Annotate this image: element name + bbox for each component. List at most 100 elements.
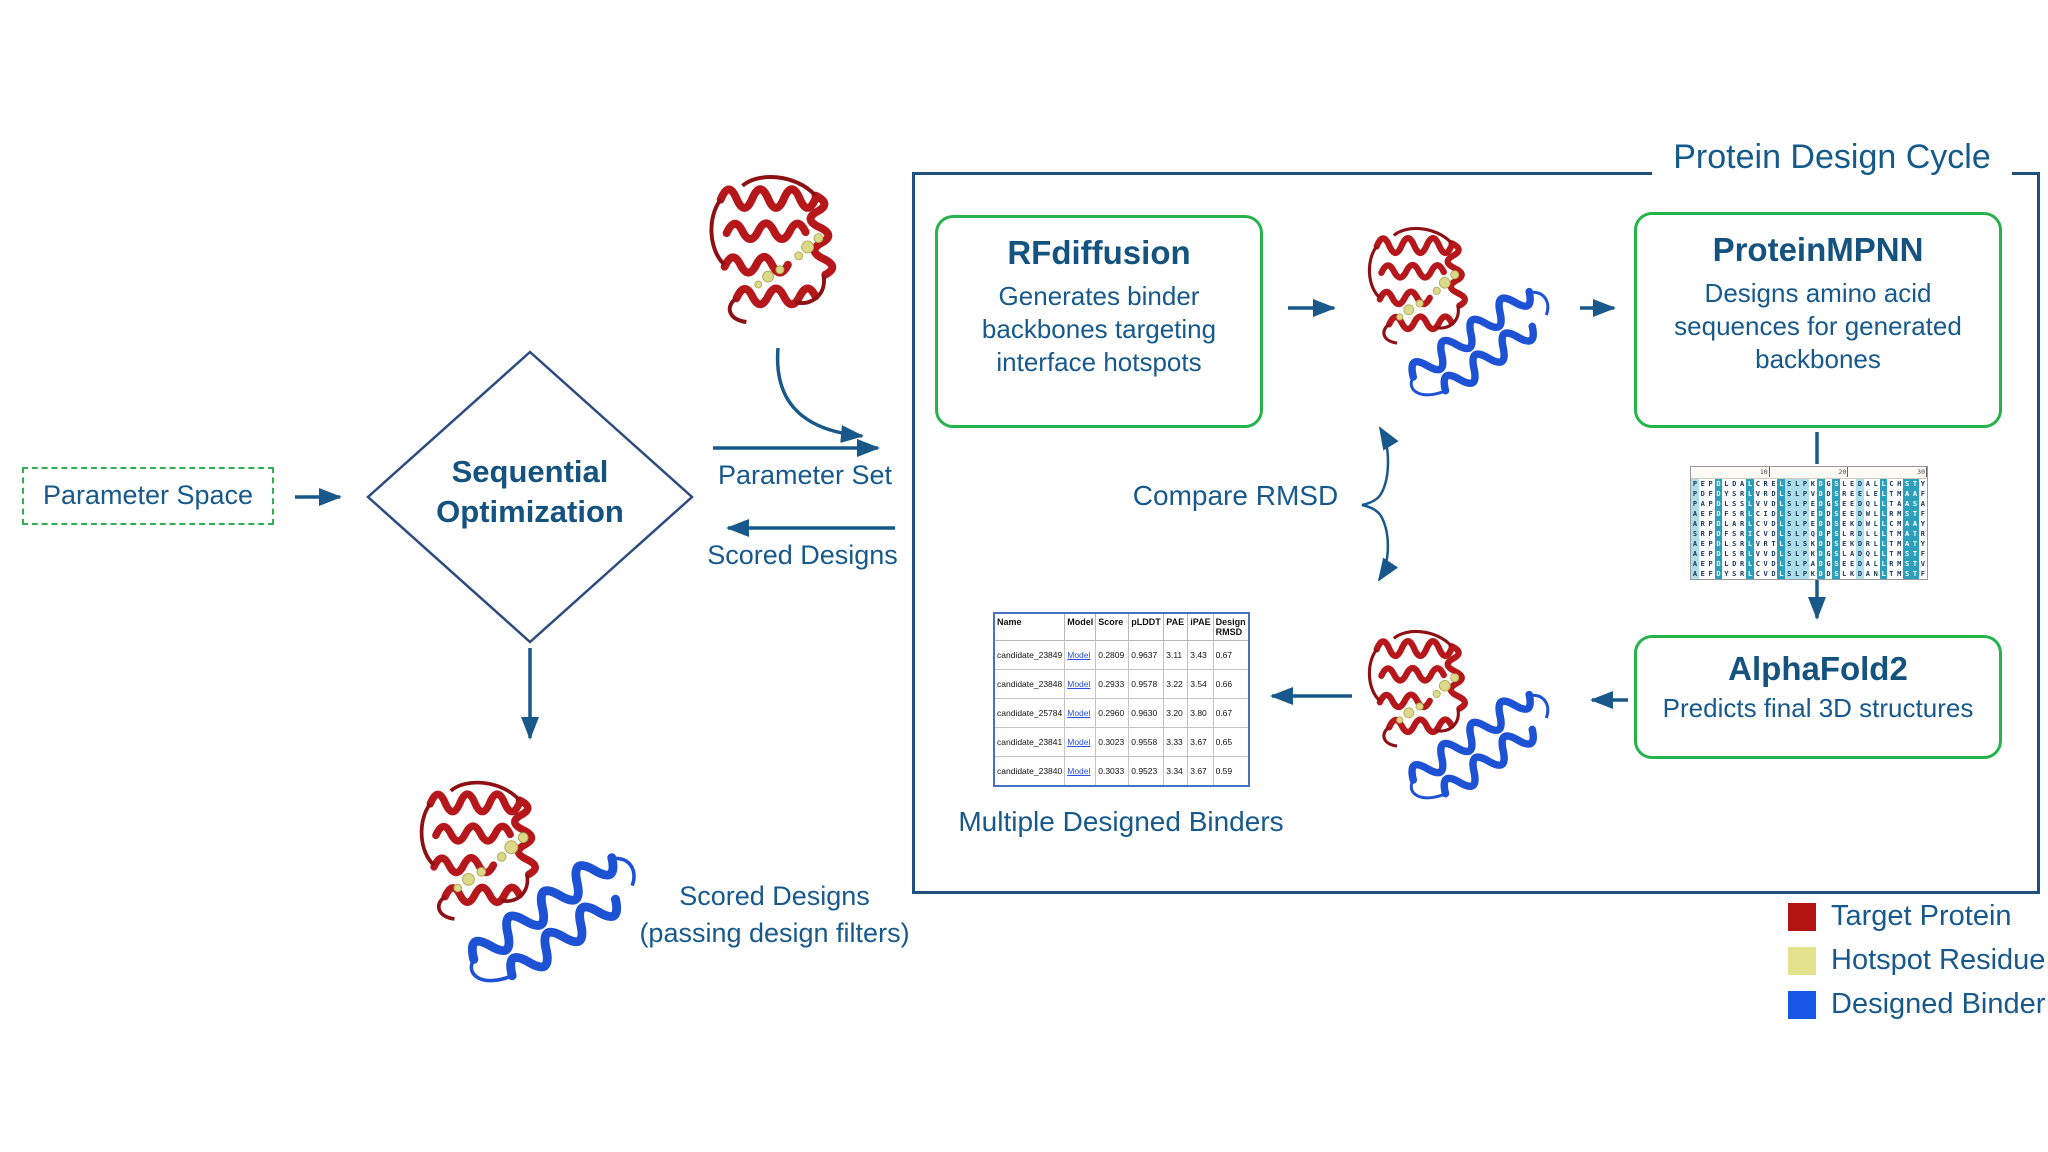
alignment-cell: E <box>1842 510 1847 518</box>
alignment-cell: L <box>1777 549 1786 559</box>
alignment-cell: D <box>1714 509 1723 519</box>
table-cell: 0.67 <box>1212 640 1250 670</box>
alignment-cell: L <box>1777 499 1786 509</box>
model-link[interactable]: Model <box>1067 650 1091 660</box>
table-cell: candidate_23848 <box>993 669 1066 699</box>
alignment-cell: R <box>1842 490 1847 498</box>
alignment-cell: L <box>1777 529 1786 539</box>
alignment-cell: S <box>1832 509 1841 519</box>
alignment-cell: F <box>1708 570 1713 578</box>
proteinmpnn-description: Designs amino acid sequences for generat… <box>1674 278 1962 374</box>
table-header-cell: PAE <box>1163 612 1189 641</box>
alignment-cell: S <box>1801 539 1809 549</box>
alignment-cell: L <box>1777 519 1786 529</box>
alignment-cell: D <box>1816 509 1825 519</box>
alignment-cell: L <box>1746 479 1754 489</box>
alignment-cell: D <box>1771 500 1776 508</box>
alignment-cell: A <box>1903 489 1912 499</box>
model-link[interactable]: Model <box>1067 708 1091 718</box>
alignment-cell: L <box>1879 479 1888 489</box>
target-protein-structure <box>697 155 855 335</box>
table-cell: Model <box>1064 727 1097 757</box>
alignment-cell: A <box>1732 520 1737 528</box>
alignment-cell: T <box>1911 569 1919 579</box>
alignment-cell: S <box>1732 550 1737 558</box>
alignment-cell: P <box>1801 569 1809 579</box>
alignment-cell: D <box>1816 489 1825 499</box>
alignment-cell: T <box>1911 529 1919 539</box>
alignment-cell: G <box>1826 550 1831 558</box>
alignment-cell: D <box>1714 529 1723 539</box>
alignment-cell: D <box>1816 559 1825 569</box>
alignment-cell: D <box>1856 519 1864 529</box>
alignment-cell: R <box>1763 480 1768 488</box>
alignment-cell: A <box>1903 519 1912 529</box>
scored-design-complex-structure <box>408 762 658 1002</box>
alignment-cell: L <box>1793 519 1802 529</box>
model-link[interactable]: Model <box>1067 737 1091 747</box>
alignment-cell: S <box>1732 510 1737 518</box>
alignment-cell: D <box>1826 570 1831 578</box>
alignment-cell: L <box>1777 559 1786 569</box>
alignment-cell: D <box>1771 510 1776 518</box>
alignment-cell: L <box>1746 509 1754 519</box>
table-cell: 3.43 <box>1187 640 1214 670</box>
alignment-cell: T <box>1911 509 1919 519</box>
alignment-cell: R <box>1739 560 1745 568</box>
alignment-cell: F <box>1708 490 1713 498</box>
alignment-cell: S <box>1785 549 1794 559</box>
alignment-cell: S <box>1911 499 1919 509</box>
legend-item: Designed Binder <box>1788 988 2045 1021</box>
rfdiffusion-box: RFdiffusion Generates binder backbones t… <box>935 215 1263 428</box>
ruler-label: 10 <box>1759 467 1770 477</box>
alignment-cell: E <box>1856 489 1864 499</box>
alignment-cell: E <box>1700 540 1705 548</box>
table-cell: 0.3033 <box>1095 756 1130 787</box>
alignment-cell: M <box>1897 520 1902 528</box>
alignment-cell: S <box>1903 559 1912 569</box>
alignment-cell: A <box>1691 549 1699 559</box>
alignment-cell: L <box>1793 479 1802 489</box>
alignment-cell: P <box>1801 549 1809 559</box>
alignment-cell: D <box>1856 539 1864 549</box>
alignment-cell: A <box>1911 489 1919 499</box>
alignment-cell: T <box>1911 559 1919 569</box>
alignment-cell: D <box>1826 490 1831 498</box>
alignment-cell: P <box>1708 560 1713 568</box>
alignment-cell: L <box>1793 539 1802 549</box>
legend-item: Hotspot Residue <box>1788 944 2045 977</box>
table-cell: Model <box>1064 756 1097 787</box>
table-cell: candidate_25784 <box>993 698 1066 728</box>
alignment-cell: A <box>1903 539 1912 549</box>
alignment-cell: W <box>1865 520 1870 528</box>
table-header-cell: Score <box>1095 612 1130 641</box>
alignment-cell: D <box>1732 560 1737 568</box>
alignment-cell: A <box>1850 550 1855 558</box>
alignment-cell: E <box>1700 510 1705 518</box>
alignment-cell: A <box>1691 539 1699 549</box>
alignment-cell: L <box>1879 489 1888 499</box>
alignment-cell: Y <box>1920 540 1925 548</box>
alignment-cell: D <box>1816 529 1825 539</box>
parameter-space-box: Parameter Space <box>22 467 274 525</box>
alignment-cell: L <box>1865 530 1870 538</box>
alignment-cell: R <box>1739 530 1745 538</box>
alphafold2-title: AlphaFold2 <box>1728 650 1908 687</box>
alignment-cell: D <box>1826 540 1831 548</box>
alignment-cell: L <box>1746 559 1754 569</box>
alignment-cell: S <box>1785 559 1794 569</box>
model-link[interactable]: Model <box>1067 679 1091 689</box>
alignment-cell: E <box>1842 540 1847 548</box>
cycle-title: Protein Design Cycle <box>1652 134 2012 180</box>
alignment-cell: P <box>1691 479 1699 489</box>
alignment-cell: V <box>1763 520 1768 528</box>
model-link[interactable]: Model <box>1067 766 1091 776</box>
alignment-cell: L <box>1873 500 1878 508</box>
alignment-cell: T <box>1889 490 1894 498</box>
alignment-cell: C <box>1755 570 1760 578</box>
alignment-cell: E <box>1842 520 1847 528</box>
alignment-cell: T <box>1889 550 1894 558</box>
